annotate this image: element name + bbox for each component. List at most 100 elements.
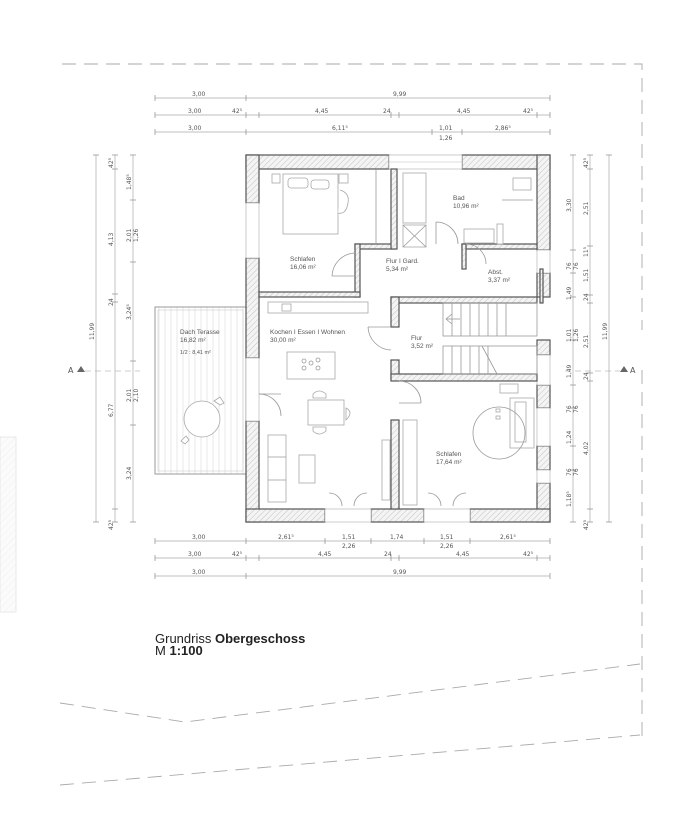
dim-top-3-2: 6,11⁵ [332,125,348,132]
dim-right-mid-2: 2,51 [583,201,590,215]
dim-top-2-5: 4,45 [457,108,471,115]
svg-text:5,34 m²: 5,34 m² [386,266,409,273]
dim-bottom-1-6: 1,51 [440,534,454,541]
dim-right-inner-8: 76 [566,405,573,413]
room-label-schlafen-1: Schlafen 16,06 m² [290,256,316,271]
dim-bottom-2-4: 24 [384,551,392,558]
dim-bottom-2-5: 4,45 [456,551,470,558]
dim-right-mid-5: 24 [583,293,590,301]
dim-top-2-4: 24 [383,108,391,115]
dim-bottom-1-4: 2,26 [342,543,356,550]
svg-text:10,96 m²: 10,96 m² [453,203,479,210]
furniture-bedroom-2 [402,383,535,506]
svg-text:Schlafen: Schlafen [436,451,462,458]
dim-left-inner-6: 2,10 [133,388,140,402]
dim-right-inner-1: 3,30 [566,198,573,212]
dim-right-inner-12: 76 [573,468,580,476]
dim-left-mid-4: 6,77 [108,403,115,417]
dim-right-inner-2: 76 [566,262,573,270]
svg-text:16,82 m²: 16,82 m² [180,337,206,344]
dim-bottom-3-2: 9,99 [393,569,407,576]
section-marker-right [565,366,628,372]
dim-bottom-2-2: 42⁵ [232,551,243,558]
roof-terrace [154,306,247,475]
property-boundary [59,63,643,786]
dim-left-mid-3: 24 [108,298,115,306]
dim-right-inner-4: 1,49 [566,286,573,300]
dim-top-1-1: 3,00 [192,91,206,98]
dim-top-3-1: 3,00 [188,125,202,132]
dim-left-mid-5: 42⁵ [108,519,115,530]
dim-right-inner-13: 1,18⁵ [566,491,573,507]
dim-left-inner-2: 2,01 [126,228,133,242]
dimension-lines-top [154,95,551,135]
plan-title: Grundriss Obergeschoss [155,631,306,646]
dim-top-2-2: 42⁵ [232,108,243,115]
dim-bottom-1-1: 3,00 [192,534,206,541]
dim-top-3-5: 2,86⁵ [495,125,511,132]
svg-text:30,00 m²: 30,00 m² [270,337,296,344]
plan-scale: M 1:100 [155,643,203,658]
dim-top-2-3: 4,45 [315,108,329,115]
dim-top-3-3: 1,01 [439,125,453,132]
svg-text:Kochen I Essen I Wohnen: Kochen I Essen I Wohnen [270,329,345,336]
svg-text:17,64 m²: 17,64 m² [436,459,462,466]
furniture-bedroom-1 [271,169,377,244]
room-label-flur: Flur 3,52 m² [411,335,434,350]
room-label-kochen-essen-wohnen: Kochen I Essen I Wohnen 30,00 m² [270,329,345,344]
dim-top-3-4: 1,26 [439,135,453,142]
dim-left-inner-7: 3,24 [126,466,133,480]
svg-text:Flur: Flur [411,335,423,342]
dim-right-inner-11: 76 [566,468,573,476]
dim-bottom-1-2: 2,61⁵ [278,534,294,541]
dim-bottom-2-3: 4,45 [318,551,332,558]
dim-bottom-1-8: 2,61⁵ [500,534,516,541]
dim-top-2-6: 42⁵ [523,108,534,115]
dim-bottom-2-6: 42⁵ [523,551,534,558]
dim-right-mid-7: 24 [583,372,590,380]
dim-right-mid-1: 42⁵ [583,157,590,168]
dim-right-inner-5: 1,01 [566,328,573,342]
dim-right-mid-8: 4,02 [583,441,590,455]
dimension-lines-right [570,154,612,523]
exterior-walls [245,154,551,523]
dim-bottom-2-1: 3,00 [188,551,202,558]
svg-text:Abst.: Abst. [488,269,503,276]
section-label-right: A [630,366,636,375]
svg-text:Dach Terasse: Dach Terasse [180,329,220,336]
dim-bottom-1-3: 1,51 [342,534,356,541]
dim-left-inner-1: 1,48⁵ [126,174,133,190]
svg-text:3,37 m²: 3,37 m² [488,277,511,284]
dim-right-outer-1: 11,99 [602,323,609,340]
svg-text:Bad: Bad [453,195,465,202]
svg-text:3,52 m²: 3,52 m² [411,343,434,350]
doors [258,221,487,507]
room-label-dach-terasse: Dach Terasse 16,82 m² 1/2 : 8,41 m² [180,329,220,356]
dim-left-outer-1: 11,99 [89,323,96,340]
room-label-abst: Abst. 3,37 m² [488,269,511,284]
dim-left-mid-1: 42⁵ [108,157,115,168]
dimension-lines-bottom [154,538,551,579]
dim-right-mid-9: 42⁵ [583,519,590,530]
dim-top-2-1: 3,00 [188,108,202,115]
dim-bottom-3-1: 3,00 [192,569,206,576]
furniture-living [267,301,391,503]
room-label-schlafen-2: Schlafen 17,64 m² [436,451,462,466]
plan-title-block: Grundriss Obergeschoss M 1:100 [155,631,306,658]
svg-text:16,06 m²: 16,06 m² [290,264,316,271]
section-marker-left [77,366,140,372]
section-label-left: A [68,366,74,375]
interior-walls [258,168,544,510]
svg-text:Schlafen: Schlafen [290,256,316,263]
room-label-flur-gard: Flur I Gard. 5,34 m² [386,258,419,273]
dim-right-mid-3: 11⁵ [583,246,590,257]
dim-left-mid-2: 4,13 [108,232,115,246]
dim-left-inner-4: 3,24⁵ [126,304,133,320]
neighbor-building-hatch [0,436,17,613]
dim-left-inner-5: 2,01 [126,388,133,402]
furniture-stairs [442,302,538,375]
dim-bottom-1-7: 2,26 [440,543,454,550]
dim-right-inner-10: 1,24 [566,430,573,444]
dim-right-inner-9: 76 [573,405,580,413]
